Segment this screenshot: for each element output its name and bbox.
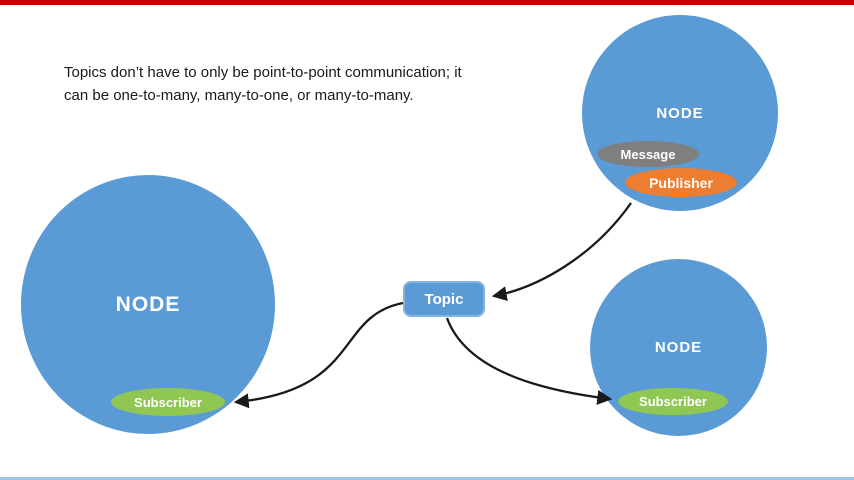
caption-text: Topics don’t have to only be point-to-po…: [64, 62, 462, 107]
bottom-accent-bar: [0, 477, 854, 480]
arrow-publisher-to-topic: [491, 202, 632, 302]
node-left-label: NODE: [115, 292, 181, 316]
caption-line-1: Topics don’t have to only be point-to-po…: [64, 64, 462, 81]
subscriber-badge-left: Subscriber: [111, 388, 225, 416]
caption-line-2: can be one-to-many, many-to-one, or many…: [64, 86, 414, 104]
arrow-topic-to-bottom-subscriber: [445, 317, 613, 405]
publisher-badge: Publisher: [625, 168, 737, 197]
topic-label: Topic: [424, 290, 464, 308]
node-top-right-label: NODE: [656, 104, 704, 122]
message-badge: Message: [597, 141, 699, 167]
topic-box: Topic: [403, 281, 485, 317]
subscriber-badge-bottom-right: Subscriber: [618, 388, 728, 415]
top-accent-bar: [0, 0, 854, 5]
node-bottom-right-label: NODE: [654, 339, 703, 356]
